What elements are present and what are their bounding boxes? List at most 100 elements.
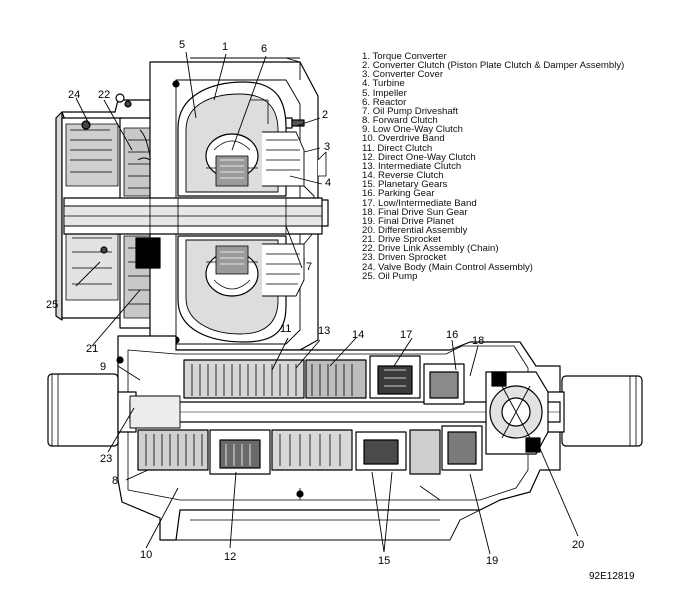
legend-item-separator: .: [367, 96, 373, 108]
legend-item-label: Final Drive Sun Gear: [378, 206, 468, 218]
legend-item-separator: .: [372, 224, 379, 236]
legend-item-number: 14: [362, 170, 373, 182]
legend-item-label: Final Drive Planet: [378, 215, 454, 227]
legend-item-separator: .: [367, 87, 373, 99]
legend-item-label: Low/Intermediate Band: [378, 197, 477, 209]
legend-item-number: 13: [362, 160, 373, 172]
callout-5: 5: [179, 39, 186, 51]
callout-leaders: [75, 51, 579, 555]
legend-item-separator: .: [372, 170, 379, 182]
legend-item-separator: .: [372, 234, 379, 246]
legend-item: 6. Reactor: [362, 96, 624, 108]
legend-item: 4. Turbine: [362, 78, 624, 90]
lower-clutch-packs: [137, 429, 441, 475]
legend-item-number: 18: [362, 206, 373, 218]
legend-item-separator: .: [367, 115, 373, 127]
callout-6: 6: [261, 43, 268, 55]
legend-item: 2. Converter Clutch (Piston Plate Clutch…: [362, 60, 624, 72]
legend-item-label: Direct Clutch: [377, 142, 433, 154]
final-drive-differential: [423, 363, 549, 471]
callout-13: 13: [318, 325, 331, 337]
legend-item-number: 23: [362, 252, 373, 264]
callout-11: 11: [280, 323, 292, 335]
legend-item-label: Valve Body (Main Control Assembly): [378, 261, 533, 273]
legend-item: 13. Intermediate Clutch: [362, 160, 624, 172]
legend-item-separator: .: [367, 124, 373, 136]
legend-item-separator: .: [372, 133, 379, 145]
callout-19: 19: [486, 555, 499, 567]
callout-1: 1: [222, 41, 229, 53]
legend-item-separator: .: [367, 78, 373, 90]
legend-item: 16. Parking Gear: [362, 188, 624, 200]
legend-item-separator: .: [367, 60, 373, 72]
output-shaft: [129, 395, 561, 429]
callout-9: 9: [100, 361, 107, 373]
legend-item-label: Parking Gear: [378, 188, 435, 200]
legend-item: 15. Planetary Gears: [362, 179, 624, 191]
legend-item: 1. Torque Converter: [362, 51, 624, 62]
legend-item-label: Oil Pump: [378, 270, 418, 282]
callout-22: 22: [98, 89, 111, 101]
legend-item-label: Planetary Gears: [378, 179, 448, 191]
legend-item-separator: .: [372, 261, 379, 273]
legend-item-number: 17: [362, 197, 373, 209]
legend-item-number: 21: [362, 234, 373, 246]
legend-item-number: 7: [362, 105, 368, 117]
callout-23: 23: [100, 453, 113, 465]
legend-item-number: 11: [362, 142, 372, 154]
legend-item: 8. Forward Clutch: [362, 115, 624, 127]
callout-18: 18: [472, 335, 485, 347]
legend-item: 7. Oil Pump Driveshaft: [362, 105, 624, 117]
figure-id: 92E12819: [589, 571, 635, 582]
legend-item-number: 2: [362, 60, 368, 72]
legend-item: 19. Final Drive Planet: [362, 215, 624, 227]
legend-item-label: Converter Cover: [372, 69, 444, 81]
legend-item: 9. Low One-Way Clutch: [362, 124, 624, 136]
legend-item-separator: .: [367, 69, 373, 81]
callout-15: 15: [378, 555, 391, 567]
legend-item-label: Low One-Way Clutch: [372, 124, 463, 136]
legend-item-number: 1: [362, 51, 368, 62]
legend-item: 24. Valve Body (Main Control Assembly): [362, 261, 624, 273]
legend-item-label: Oil Pump Driveshaft: [372, 105, 458, 117]
torque-converter-lower: [177, 235, 287, 343]
callout-8: 8: [112, 475, 119, 487]
legend-item: 17. Low/Intermediate Band: [362, 197, 624, 209]
torque-converter-upper: [177, 81, 287, 197]
callout-21: 21: [86, 343, 99, 355]
legend-item-number: 5: [362, 87, 368, 99]
legend-item-label: Turbine: [372, 78, 405, 90]
callout-3: 3: [324, 141, 331, 153]
legend-item-label: Drive Sprocket: [378, 234, 441, 246]
callout-25: 25: [46, 299, 59, 311]
callout-12: 12: [224, 551, 237, 563]
callout-4: 4: [325, 177, 332, 189]
callout-20: 20: [572, 539, 585, 551]
legend-item: 20. Differential Assembly: [362, 224, 624, 236]
legend-item-number: 25: [362, 270, 373, 282]
legend-item-separator: .: [372, 151, 379, 163]
legend-item-separator: .: [367, 51, 373, 62]
legend-item-number: 8: [362, 115, 368, 127]
legend-item-number: 9: [362, 124, 368, 136]
legend-item-label: Direct One-Way Clutch: [378, 151, 476, 163]
converter-input-shaft: [63, 197, 323, 269]
legend-item-separator: .: [371, 142, 378, 154]
legend-item-separator: .: [372, 188, 379, 200]
legend-item-separator: .: [372, 215, 379, 227]
legend-item-label: Driven Sprocket: [378, 252, 447, 264]
callout-14: 14: [352, 329, 365, 341]
legend-item-number: 6: [362, 96, 368, 108]
legend-item-label: Reverse Clutch: [378, 170, 444, 182]
legend-item-label: Overdrive Band: [378, 133, 445, 145]
legend-item-separator: .: [372, 243, 379, 255]
callout-2: 2: [322, 109, 329, 121]
legend-item: 11. Direct Clutch: [362, 142, 624, 154]
legend-item-label: Impeller: [372, 87, 407, 99]
legend-item: 21. Drive Sprocket: [362, 234, 624, 246]
legend-item-label: Reactor: [372, 96, 407, 108]
legend-item: 22. Drive Link Assembly (Chain): [362, 243, 624, 255]
upper-clutch-packs: [183, 355, 421, 399]
legend-item: 12. Direct One-Way Clutch: [362, 151, 624, 163]
